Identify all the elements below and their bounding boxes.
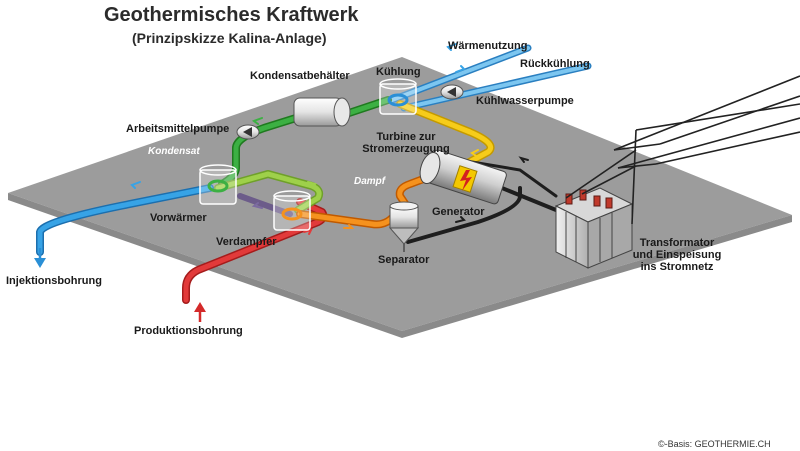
power-pylon <box>565 75 800 225</box>
label-transformator-line3: ins Stromnetz <box>640 261 714 273</box>
label-generator: Generator <box>432 206 485 218</box>
label-vorwaermer: Vorwärmer <box>150 212 207 224</box>
label-turbine-line2: Stromerzeugung <box>362 143 450 155</box>
label-transformator-line2: und Einspeisung <box>632 249 722 261</box>
cooling-water-pump <box>440 84 464 100</box>
label-transformator-line1: Transformator <box>639 237 715 249</box>
preheater <box>199 164 237 205</box>
label-turbine: Turbine zur Stromerzeugung <box>354 131 458 155</box>
label-produktionsbohrung: Produktionsbohrung <box>134 325 243 337</box>
label-kuehlung: Kühlung <box>376 66 421 78</box>
evaporator <box>273 190 311 231</box>
cooler-heat-exchanger <box>379 78 417 115</box>
label-rueckkuehlung: Rückkühlung <box>520 58 590 70</box>
condensate-tank <box>293 97 351 127</box>
page-title: Geothermisches Kraftwerk <box>104 4 359 26</box>
separator-vessel <box>388 201 420 245</box>
label-transformator: Transformator und Einspeisung ins Stromn… <box>622 237 732 273</box>
label-kuehlwasserpumpe: Kühlwasserpumpe <box>476 95 574 107</box>
label-injektionsbohrung: Injektionsbohrung <box>6 275 102 287</box>
ground-plate-shade <box>8 193 792 338</box>
credit-text: ©-Basis: GEOTHERMIE.CH <box>658 439 771 449</box>
down-arrow-icon <box>34 248 46 268</box>
working-fluid-pump <box>236 124 260 140</box>
transformer <box>554 187 634 269</box>
generator-power-line <box>500 186 558 212</box>
turbine-generator <box>419 149 507 205</box>
label-verdampfer: Verdampfer <box>216 236 277 248</box>
lightning-icon <box>452 165 478 193</box>
label-kondensat: Kondensat <box>148 146 200 157</box>
up-arrow-icon <box>194 302 206 322</box>
label-kondensatbehaelter: Kondensatbehälter <box>250 70 350 82</box>
label-arbeitsmittelpumpe: Arbeitsmittelpumpe <box>126 123 230 135</box>
label-separator: Separator <box>378 254 430 266</box>
label-dampf: Dampf <box>354 176 386 187</box>
page-subtitle: (Prinzipskizze Kalina-Anlage) <box>132 30 327 46</box>
label-turbine-line1: Turbine zur <box>376 131 436 143</box>
label-waermenutzung: Wärmenutzung <box>448 40 528 52</box>
cooled-brine-pipe <box>237 193 293 217</box>
